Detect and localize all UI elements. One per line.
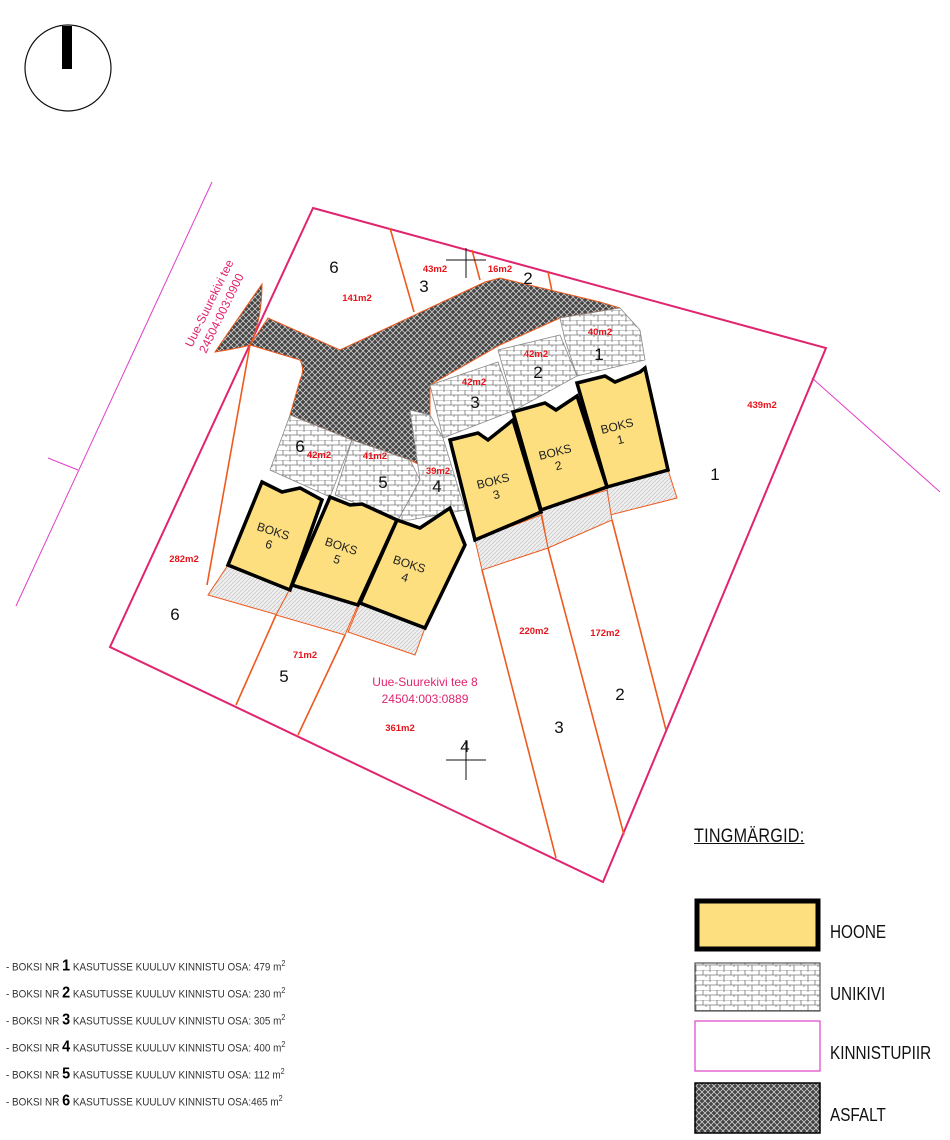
note-boks-5: - BOKSI NR 5 KASUTUSSE KUULUV KINNISTU O… [6,1065,285,1083]
plot-number: 5 [378,473,387,492]
legend-swatch-boundary [694,1020,821,1072]
area-label: 43m2 [423,264,447,275]
plot-number: 1 [710,465,719,484]
area-notes: - BOKSI NR 1 KASUTUSSE KUULUV KINNISTU O… [6,955,316,1117]
legend-label-asphalt: ASFALT [830,1105,886,1125]
note-boks-2: - BOKSI NR 2 KASUTUSSE KUULUV KINNISTU O… [6,984,286,1002]
plot-number: 1 [594,345,603,364]
property-name: Uue-Suurekivi tee 8 [372,675,478,689]
road-boundary [15,181,941,607]
area-label: 40m2 [588,327,612,338]
area-label: 439m2 [747,400,777,411]
porch-areas [207,469,678,656]
area-label: 42m2 [524,349,548,360]
area-label: 220m2 [519,626,549,637]
plot-number: 5 [279,667,288,686]
area-label: 41m2 [363,451,387,462]
plot-number: 4 [432,477,441,496]
legend-label-building: HOONE [830,922,887,942]
area-label: 39m2 [426,466,450,477]
plot-number: 4 [460,737,469,756]
buildings [225,364,671,631]
area-label: 42m2 [462,377,486,388]
plot-number: 3 [419,277,428,296]
property-boundary [108,206,828,884]
note-boks-3: - BOKSI NR 3 KASUTUSSE KUULUV KINNISTU O… [6,1011,286,1029]
survey-marks [446,248,486,780]
north-arrow-icon [24,24,112,112]
legend-label-paver: UNIKIVI [830,984,886,1004]
legend-swatch-building [694,898,821,952]
plot-number: 2 [615,685,624,704]
plot-number: 3 [470,393,479,412]
area-label: 71m2 [293,650,317,661]
note-boks-1: - BOKSI NR 1 KASUTUSSE KUULUV KINNISTU O… [6,957,286,975]
note-boks-6: - BOKSI NR 6 KASUTUSSE KUULUV KINNISTU O… [6,1092,283,1110]
plot-number: 6 [295,437,304,456]
building-boks-6 [225,479,325,593]
building-boks-3 [447,417,544,543]
area-label: 16m2 [488,264,512,275]
legend-swatch-asphalt [694,1082,821,1134]
plot-number: 2 [533,363,542,382]
plot-number: 6 [170,605,179,624]
area-label: 172m2 [590,628,620,639]
plot-number: 2 [523,269,532,288]
plot-number: 3 [554,718,563,737]
area-label: 141m2 [342,293,372,304]
legend-title: TINGMÄRGID: [694,826,805,847]
paver-areas [269,307,646,521]
building-boks-1 [574,364,671,490]
note-boks-4: - BOKSI NR 4 KASUTUSSE KUULUV KINNISTU O… [6,1038,286,1056]
subplot-lines [206,227,667,859]
legend-label-boundary: KINNISTUPIIR [830,1043,932,1063]
area-label: 282m2 [169,554,199,565]
area-label: 42m2 [307,450,331,461]
building-boks-4 [357,505,467,631]
area-label: 361m2 [385,723,415,734]
property-id: 24504:003:0889 [382,692,469,706]
legend-swatch-paver [694,962,821,1012]
plot-number: 6 [329,258,338,277]
